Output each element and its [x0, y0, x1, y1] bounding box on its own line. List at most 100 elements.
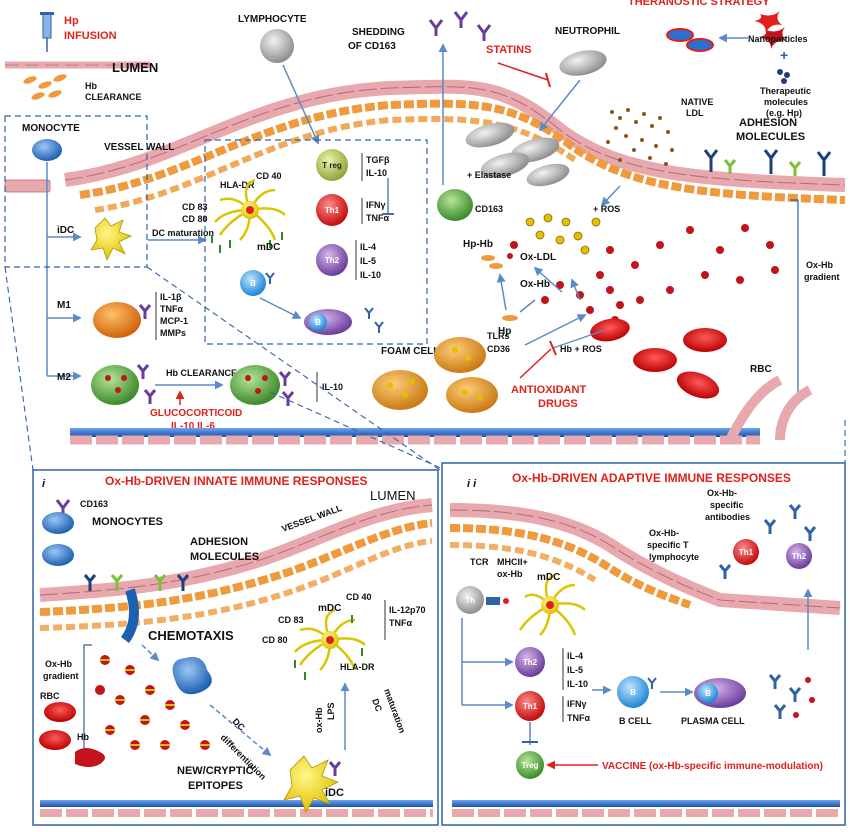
panel-i-adhesion-2: MOLECULES	[190, 551, 259, 563]
panel-ii-antibodies-icon	[718, 504, 817, 579]
therapeutic-label-1: Therapeutic	[760, 86, 811, 96]
vessel-wall-top	[4, 61, 846, 213]
th1-tnfa: TNFα	[366, 213, 389, 223]
statins-label: STATINS	[486, 44, 531, 56]
panel-ii-il10: IL-10	[567, 679, 588, 689]
ox-ldl-label: Ox-LDL	[520, 252, 556, 263]
m1-mmps: MMPs	[160, 328, 186, 338]
therapeutic-molecules-icon	[777, 69, 790, 84]
panel-i-ox-hb-1: Ox-Hb	[45, 659, 73, 669]
native-ldl-particles-icon	[606, 108, 674, 166]
tgfb-label: TGFβ	[366, 155, 390, 165]
m2-clearing-macrophage-icon	[230, 365, 280, 405]
panel-ii-ifng: IFNγ	[567, 699, 587, 709]
hp-infusion-syringe-icon	[40, 12, 54, 52]
panel-ii-treg-icon	[516, 751, 544, 779]
panel-ii-b-label: B	[630, 688, 636, 697]
m1-il1b: IL-1β	[160, 292, 182, 302]
panel-i-ox-hb-lps-1: ox-Hb	[314, 707, 324, 733]
m2-macrophage-icon	[91, 365, 139, 405]
panel-i-idc-label: iDC	[325, 787, 344, 799]
panel-ii-top-th1-icon	[733, 539, 759, 565]
hp-hb-complex-icon	[481, 255, 503, 269]
plus-sign: +	[780, 47, 788, 63]
cd163-macrophage-icon	[437, 189, 473, 221]
panel-ii-plasma-label: PLASMA CELL	[681, 716, 745, 726]
mdc-markers-icon	[211, 232, 283, 253]
panel-i-ox-hb-2: gradient	[43, 671, 79, 681]
lumen-bottom-band	[70, 375, 813, 445]
hla-dr-label: HLA-DR	[220, 180, 255, 190]
ox-hb-label: Ox-Hb	[520, 279, 550, 290]
cd80-label: CD 80	[182, 214, 208, 224]
cd163-label: CD163	[475, 204, 503, 214]
elastase-label: + Elastase	[467, 170, 511, 180]
hp-label: Hp	[498, 326, 511, 337]
neutrophil-label: NEUTROPHIL	[555, 26, 620, 37]
monocyte-label: MONOCYTE	[22, 123, 80, 134]
panel-ii-th1-icon	[515, 691, 545, 721]
panel-ii-specific-t-2: specific T	[647, 540, 689, 550]
panel-ii-specific-ab-2: specific	[710, 500, 744, 510]
panel-innate: i Ox-Hb-DRIVEN INNATE IMMUNE RESPONSES C…	[32, 469, 439, 826]
b-cell-label: B	[250, 279, 256, 288]
panel-i-roman: i	[42, 478, 46, 490]
panel-i-lumen-label: LUMEN	[370, 488, 416, 503]
m1-tnfa: TNFα	[160, 304, 183, 314]
hp-infusion-label-2: INFUSION	[64, 30, 117, 42]
panel-ii-tcr: TCR	[470, 557, 489, 567]
monocyte-cell-icon	[32, 139, 62, 161]
zoom-connector-lines	[4, 266, 846, 471]
rbc-label: RBC	[750, 364, 772, 375]
panel-i-epitope-marks	[100, 659, 210, 746]
glucocorticoid-label: GLUCOCORTICOID	[150, 408, 242, 419]
panel-i-title: Ox-Hb-DRIVEN INNATE IMMUNE RESPONSES	[105, 474, 367, 488]
neutrophil-cluster-icon	[465, 122, 570, 187]
idc-label: iDC	[57, 225, 74, 236]
panel-ii-secreted-antibodies	[768, 674, 802, 719]
panel-i-hb-label: Hb	[77, 732, 89, 742]
cd163-receptor-icons	[428, 11, 492, 41]
panel-i-epitope-cluster-icon	[95, 655, 210, 750]
panel-i-il12: IL-12p70	[389, 605, 426, 615]
panel-ii-mhc-1: MHCII+	[497, 557, 528, 567]
th2-cell-label: Th2	[325, 256, 340, 265]
panel-ii-specific-ab-3: antibodies	[705, 512, 750, 522]
ox-hb-gradient-icon	[541, 224, 779, 324]
panel-ii-th-label: Th	[465, 596, 475, 605]
treg-il10-label: IL-10	[366, 168, 387, 178]
il10-il6-label: IL-10 IL-6	[171, 421, 215, 432]
panel-i-adhesion-1: ADHESION	[190, 536, 248, 548]
nanoparticles-label: Nanoparticles	[748, 34, 808, 44]
panel-ii-tnfa: TNFα	[567, 713, 590, 723]
rbc-group-icon	[590, 318, 727, 399]
hb-clearance-label-1: Hb	[85, 81, 97, 91]
idc-cell-icon	[90, 217, 133, 262]
theranostic-label: THERANOSTIC STRATEGY	[628, 0, 770, 8]
foam-cells-icon	[372, 337, 498, 413]
panel-i-mdc-icon	[294, 608, 366, 671]
mdc-label: mDC	[257, 242, 280, 253]
b-cell-icon	[240, 270, 266, 296]
hb-molecules-icon	[23, 74, 67, 100]
hp-molecule-icon	[502, 315, 518, 321]
panel-ii-th-cell-icon	[456, 586, 484, 614]
panel-ii-top-th2-label: Th2	[792, 552, 807, 561]
treg-cell-icon	[316, 149, 348, 181]
panel-ii-il4: IL-4	[567, 651, 583, 661]
panel-ii-b-cell-icon	[617, 676, 649, 708]
shedding-label-2: OF CD163	[348, 41, 396, 52]
panel-ii-title: Ox-Hb-DRIVEN ADAPTIVE IMMUNE RESPONSES	[512, 471, 791, 485]
th2-il5: IL-5	[360, 256, 376, 266]
panel-i-rbc-icon	[44, 702, 76, 722]
panel-i-new-cryptic-1: NEW/CRYPTIC	[177, 765, 254, 777]
panel-i-hla-dr: HLA-DR	[340, 662, 375, 672]
ox-hb-gradient-label-2: gradient	[804, 272, 840, 282]
panel-i-cd83: CD 83	[278, 615, 304, 625]
panel-adaptive: i i Ox-Hb-DRIVEN ADAPTIVE IMMUNE RESPONS…	[441, 462, 846, 826]
panel-i-cd40: CD 40	[346, 592, 372, 602]
shedding-label-1: SHEDDING	[352, 27, 405, 38]
panel-ii-branch-lines	[461, 618, 514, 710]
panel-i-frame	[32, 469, 439, 826]
